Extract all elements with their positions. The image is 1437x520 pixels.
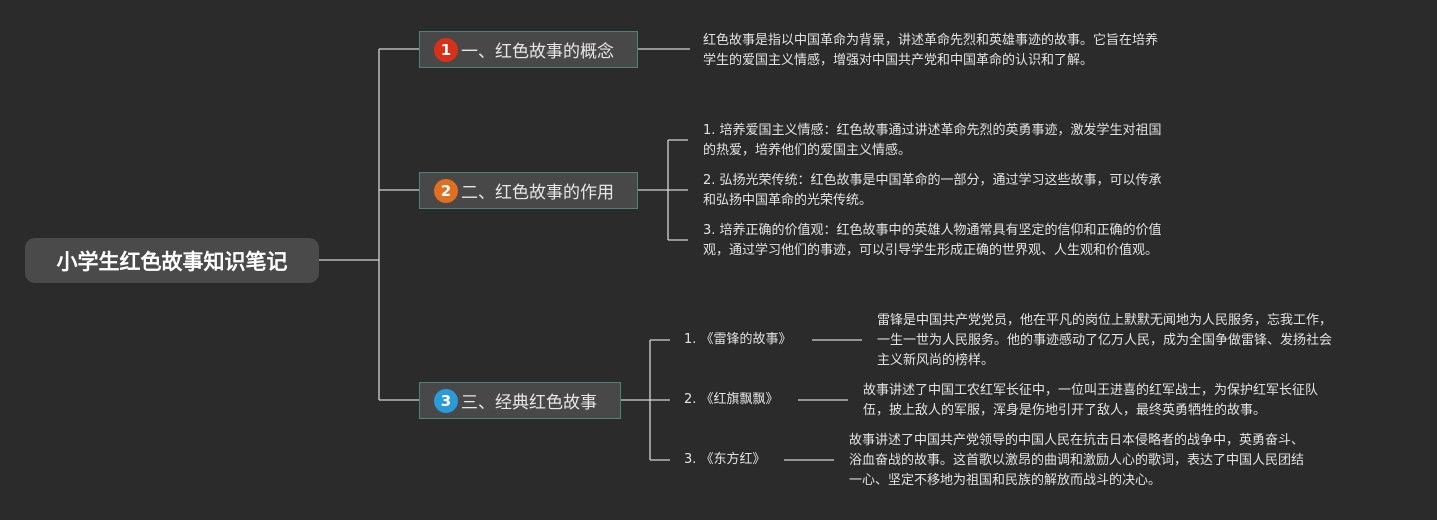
detail-line: 雷锋是中国共产党党员，他在平凡的岗位上默默无闻地为人民服务，忘我工作， (877, 313, 1333, 328)
detail-line: 故事讲述了中国工农红军长征中，一位叫王进喜的红军战士，为保护红军长征队 (863, 383, 1319, 398)
detail-line: 2. 弘扬光荣传统：红色故事是中国革命的一部分，通过学习这些故事，可以传承 (703, 173, 1162, 188)
detail-line: 学生的爱国主义情感，增强对中国共产党和中国革命的认识和了解。 (703, 53, 1094, 68)
branch-node-1[interactable]: 1 一、红色故事的概念 (419, 31, 638, 68)
detail-line: 伍，披上敌人的军服，浑身是伤地引开了敌人，最终英勇牺牲的故事。 (863, 403, 1267, 418)
priority-2-icon: 2 (434, 178, 458, 203)
story-title-3[interactable]: 3. 《东方红》 (684, 452, 766, 467)
story-detail-1[interactable]: 雷锋是中国共产党党员，他在平凡的岗位上默默无闻地为人民服务，忘我工作， 一生一世… (877, 311, 1332, 371)
branch-2-detail-2[interactable]: 2. 弘扬光荣传统：红色故事是中国革命的一部分，通过学习这些故事，可以传承 和弘… (703, 171, 1162, 211)
branch-label-1: 一、红色故事的概念 (461, 42, 614, 62)
detail-line: 3. 培养正确的价值观：红色故事中的英雄人物通常具有坚定的信仰和正确的价值 (703, 223, 1162, 238)
branch-node-3[interactable]: 3 三、经典红色故事 (419, 382, 621, 419)
detail-line: 的热爱，培养他们的爱国主义情感。 (703, 143, 912, 158)
detail-line: 一生一世为人民服务。他的事迹感动了亿万人民，成为全国争做雷锋、发扬社会 (877, 333, 1333, 348)
priority-3-icon: 3 (434, 388, 458, 413)
root-node[interactable]: 小学生红色故事知识笔记 (25, 238, 319, 283)
detail-line: 红色故事是指以中国革命为背景，讲述革命先烈和英雄事迹的故事。它旨在培养 (703, 33, 1159, 48)
branch-1-detail[interactable]: 红色故事是指以中国革命为背景，讲述革命先烈和英雄事迹的故事。它旨在培养 学生的爱… (703, 31, 1158, 71)
story-title-2[interactable]: 2. 《红旗飘飘》 (684, 392, 779, 407)
detail-line: 故事讲述了中国共产党领导的中国人民在抗击日本侵略者的战争中，英勇奋斗、 (849, 433, 1305, 448)
detail-line: 和弘扬中国革命的光荣传统。 (703, 193, 873, 208)
detail-line: 一心、坚定不移地为祖国和民族的解放而战斗的决心。 (849, 473, 1162, 488)
branch-2-detail-1[interactable]: 1. 培养爱国主义情感：红色故事通过讲述革命先烈的英勇事迹，激发学生对祖国 的热… (703, 121, 1162, 161)
root-title: 小学生红色故事知识笔记 (56, 249, 288, 274)
detail-line: 主义新风尚的榜样。 (877, 353, 995, 368)
branch-label-3: 三、经典红色故事 (461, 393, 597, 413)
branch-2-detail-3[interactable]: 3. 培养正确的价值观：红色故事中的英雄人物通常具有坚定的信仰和正确的价值 观，… (703, 221, 1162, 261)
detail-line: 观，通过学习他们的事迹，可以引导学生形成正确的世界观、人生观和价值观。 (703, 243, 1159, 258)
story-detail-2[interactable]: 故事讲述了中国工农红军长征中，一位叫王进喜的红军战士，为保护红军长征队 伍，披上… (863, 381, 1318, 421)
detail-line: 浴血奋战的故事。这首歌以激昂的曲调和激励人心的歌词，表达了中国人民团结 (849, 453, 1305, 468)
branch-node-2[interactable]: 2 二、红色故事的作用 (419, 172, 638, 209)
detail-line: 1. 培养爱国主义情感：红色故事通过讲述革命先烈的英勇事迹，激发学生对祖国 (703, 123, 1162, 138)
story-detail-3[interactable]: 故事讲述了中国共产党领导的中国人民在抗击日本侵略者的战争中，英勇奋斗、 浴血奋战… (849, 431, 1304, 491)
branch-label-2: 二、红色故事的作用 (461, 183, 614, 203)
priority-1-icon: 1 (434, 37, 458, 62)
story-title-1[interactable]: 1. 《雷锋的故事》 (684, 332, 792, 347)
